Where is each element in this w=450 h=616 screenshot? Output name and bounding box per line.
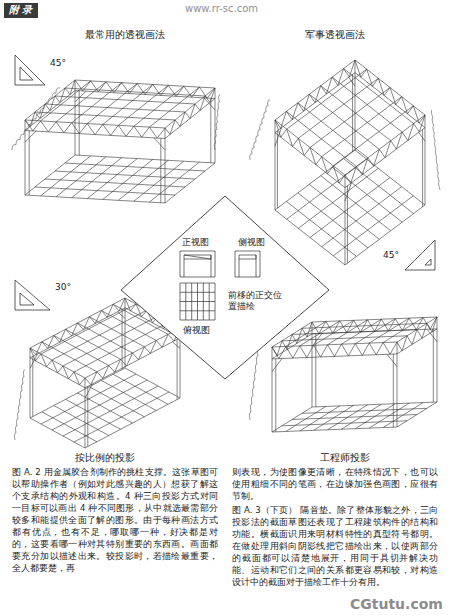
view-label: 侧视图 bbox=[238, 237, 265, 248]
angle-label: 30° bbox=[55, 282, 71, 293]
truss-frame bbox=[275, 60, 425, 265]
diamond-border bbox=[121, 196, 329, 379]
caption-text: 则表现，为使图像更清晰，在特殊情况下，也可以使用粗细不同的笔画，在边缘加强色画图… bbox=[232, 466, 438, 502]
truss-frame bbox=[272, 317, 437, 432]
orthographic-diamond: 正视图 侧视图俯视图 前移的正交位置描绘 bbox=[120, 195, 330, 380]
truss-frame bbox=[25, 80, 215, 203]
watermark: www.rr-sc.com bbox=[185, 3, 258, 16]
panel-title: 按比例的投影 bbox=[75, 452, 135, 464]
view-label: 正视图 bbox=[182, 237, 209, 248]
set-square-45 bbox=[405, 240, 435, 270]
angle-label: 45° bbox=[383, 250, 399, 261]
note-text: 前移的正交位置描绘 bbox=[228, 290, 282, 311]
header-tab: 附 录 bbox=[4, 3, 38, 18]
panel-title: 军事透视画法 bbox=[305, 29, 365, 42]
caption-text: 图 A. 3（下页） 隔音垫。除了整体形貌之外，三向投影法的截面草图还表现了工程… bbox=[232, 504, 438, 588]
header-text: 附 录 bbox=[9, 4, 43, 17]
view-label: 俯视图 bbox=[183, 325, 210, 336]
panel-title: 最常用的透视画法 bbox=[85, 29, 165, 42]
watermark: CGtutu.com bbox=[350, 596, 443, 614]
set-square-30 bbox=[15, 280, 50, 310]
frame-drawings bbox=[12, 60, 440, 448]
angle-label: 45° bbox=[50, 58, 66, 69]
shrub-texture bbox=[12, 88, 440, 440]
diamond-outline bbox=[120, 195, 330, 380]
caption-text: 图 A. 2 用金属胶合剂制作的挑柱支撑。这张草图可以帮助操作者（例如对此感兴趣… bbox=[12, 466, 218, 574]
panel-title: 工程师投影 bbox=[320, 452, 370, 464]
set-square-45 bbox=[15, 55, 45, 85]
